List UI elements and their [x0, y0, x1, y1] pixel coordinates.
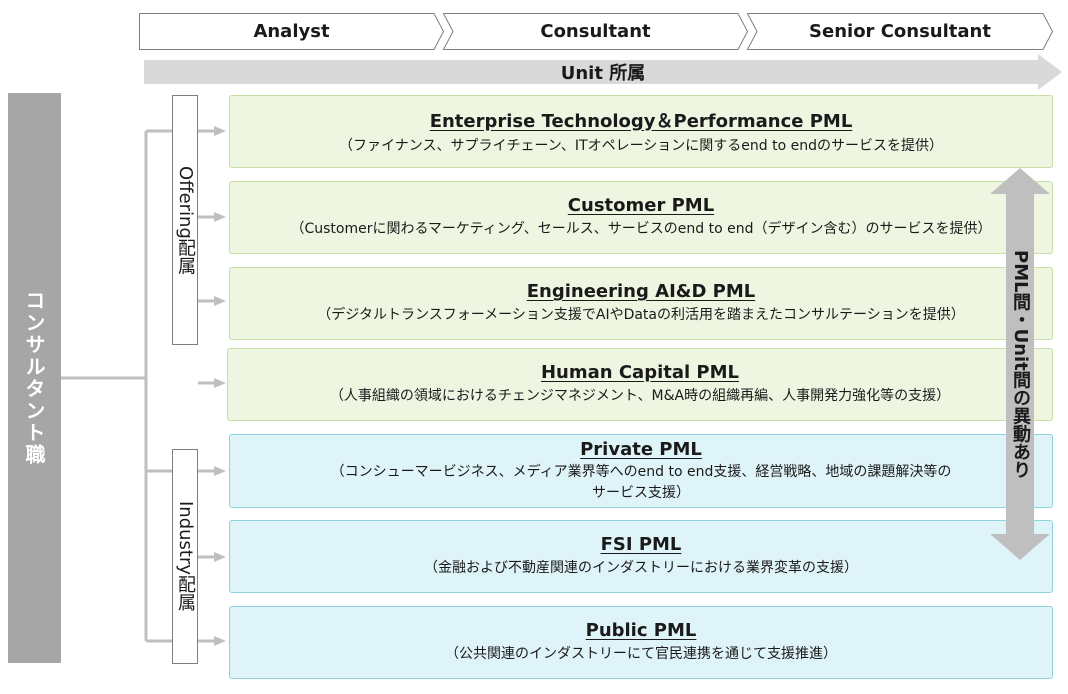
- pml-title: Engineering AI&D PML: [526, 281, 756, 303]
- pml-box-public: Public PML （公共関連のインダストリーにて官民連携を通じて支援推進）: [229, 606, 1053, 679]
- pml-title: Customer PML: [567, 195, 715, 217]
- pml-box-customer: Customer PML （Customerに関わるマーケティング、セールス、サ…: [229, 181, 1053, 254]
- pml-description: （Customerに関わるマーケティング、セールス、サービスのend to en…: [290, 221, 992, 238]
- pml-title: Public PML: [585, 620, 697, 642]
- role-label: コンサルタント職: [22, 290, 46, 466]
- offering-label: Offering配属: [175, 165, 196, 275]
- stage-analyst: Analyst: [139, 13, 445, 50]
- pml-description: （公共関連のインダストリーにて官民連携を通じて支援推進）: [445, 646, 837, 663]
- role-bar: コンサルタント職: [8, 93, 61, 663]
- pml-description: （ファイナンス、サプライチェーン、ITオペレーションに関するend to end…: [339, 137, 943, 154]
- pml-box-enterprise-technology: Enterprise Technology＆Performance PML （フ…: [229, 95, 1053, 168]
- pml-description: （金融および不動産関連のインダストリーにおける業界変革の支援）: [424, 560, 858, 577]
- pml-box-human-capital: Human Capital PML （人事組織の領域におけるチェンジマネジメント…: [227, 348, 1053, 421]
- mobility-label: PML間・Unit間の異動あり: [1010, 249, 1031, 479]
- pml-description: （人事組織の領域におけるチェンジマネジメント、M&A時の組織再編、人事開発力強化…: [329, 388, 951, 405]
- double-arrow-icon: [990, 168, 1050, 560]
- unit-bar-arrow: Unit 所属: [144, 54, 1062, 90]
- chevron-shape: [442, 13, 749, 50]
- unit-bar-label: Unit 所属: [560, 63, 646, 84]
- industry-group-label: Industry配属: [172, 449, 198, 664]
- stage-label: Senior Consultant: [809, 21, 991, 42]
- stage-consultant: Consultant: [442, 13, 749, 50]
- industry-label: Industry配属: [175, 501, 196, 612]
- stage-senior-consultant: Senior Consultant: [746, 13, 1054, 50]
- pml-title: Human Capital PML: [540, 362, 740, 384]
- right-arrow-icon: [144, 54, 1062, 90]
- chevron-shape: [746, 13, 1054, 50]
- pml-title: Private PML: [580, 439, 702, 461]
- pml-description: （デジタルトランスフォーメーション支援でAIやDataの利活用を踏まえたコンサル…: [317, 307, 965, 324]
- pml-title: FSI PML: [600, 534, 682, 556]
- pml-box-fsi: FSI PML （金融および不動産関連のインダストリーにおける業界変革の支援）: [229, 520, 1053, 593]
- pml-description: （コンシューマービジネス、メディア業界等へのend to end支援、経営戦略、…: [330, 464, 952, 501]
- mobility-arrow: PML間・Unit間の異動あり: [990, 168, 1050, 560]
- offering-group-label: Offering配属: [172, 95, 198, 345]
- pml-box-engineering: Engineering AI&D PML （デジタルトランスフォーメーション支援…: [229, 267, 1053, 340]
- stage-label: Analyst: [253, 21, 330, 42]
- stage-label: Consultant: [540, 21, 651, 42]
- chevron-shape: [139, 13, 445, 50]
- pml-title: Enterprise Technology＆Performance PML: [429, 110, 853, 132]
- pml-box-private: Private PML （コンシューマービジネス、メディア業界等へのend to…: [229, 434, 1053, 508]
